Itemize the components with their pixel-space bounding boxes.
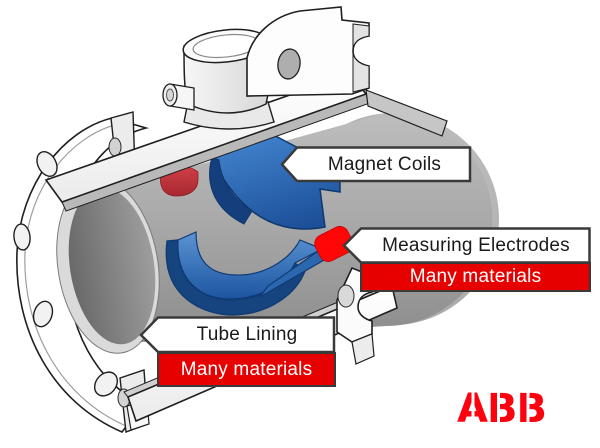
bolt-hole [13, 223, 31, 251]
abb-logo-slit [471, 385, 475, 427]
abb-logo-slit [497, 385, 500, 427]
cable-connector [162, 83, 195, 111]
callout-measuring-electrodes-materials: Many materials [360, 262, 591, 292]
abb-logo-text: ABB [457, 386, 546, 429]
callout-label: Magnet Coils [327, 153, 442, 175]
callout-label: Tube Lining [196, 324, 298, 345]
bolt-hole [32, 300, 54, 328]
callout-magnet-coils: Magnet Coils [280, 146, 472, 183]
bolt-hole [93, 371, 119, 397]
bolt-hole [277, 48, 301, 80]
callout-tube-lining: Tube Lining [139, 316, 336, 354]
abb-logo-mark: ABB [457, 385, 547, 432]
callout-pointer-box [280, 146, 472, 183]
outlet-flange-top [246, 6, 370, 97]
callout-tube-lining-materials: Many materials [157, 352, 336, 387]
electrode-lower [314, 226, 354, 262]
callout-label: Measuring Electrodes [382, 234, 570, 256]
abb-logo: ABB [456, 385, 556, 432]
bolt-hole [36, 151, 58, 177]
inlet-flange [13, 117, 150, 433]
abb-logo-slit [526, 385, 530, 427]
callout-measuring-electrodes: Measuring Electrodes [342, 227, 591, 264]
tube-bore [56, 178, 160, 354]
